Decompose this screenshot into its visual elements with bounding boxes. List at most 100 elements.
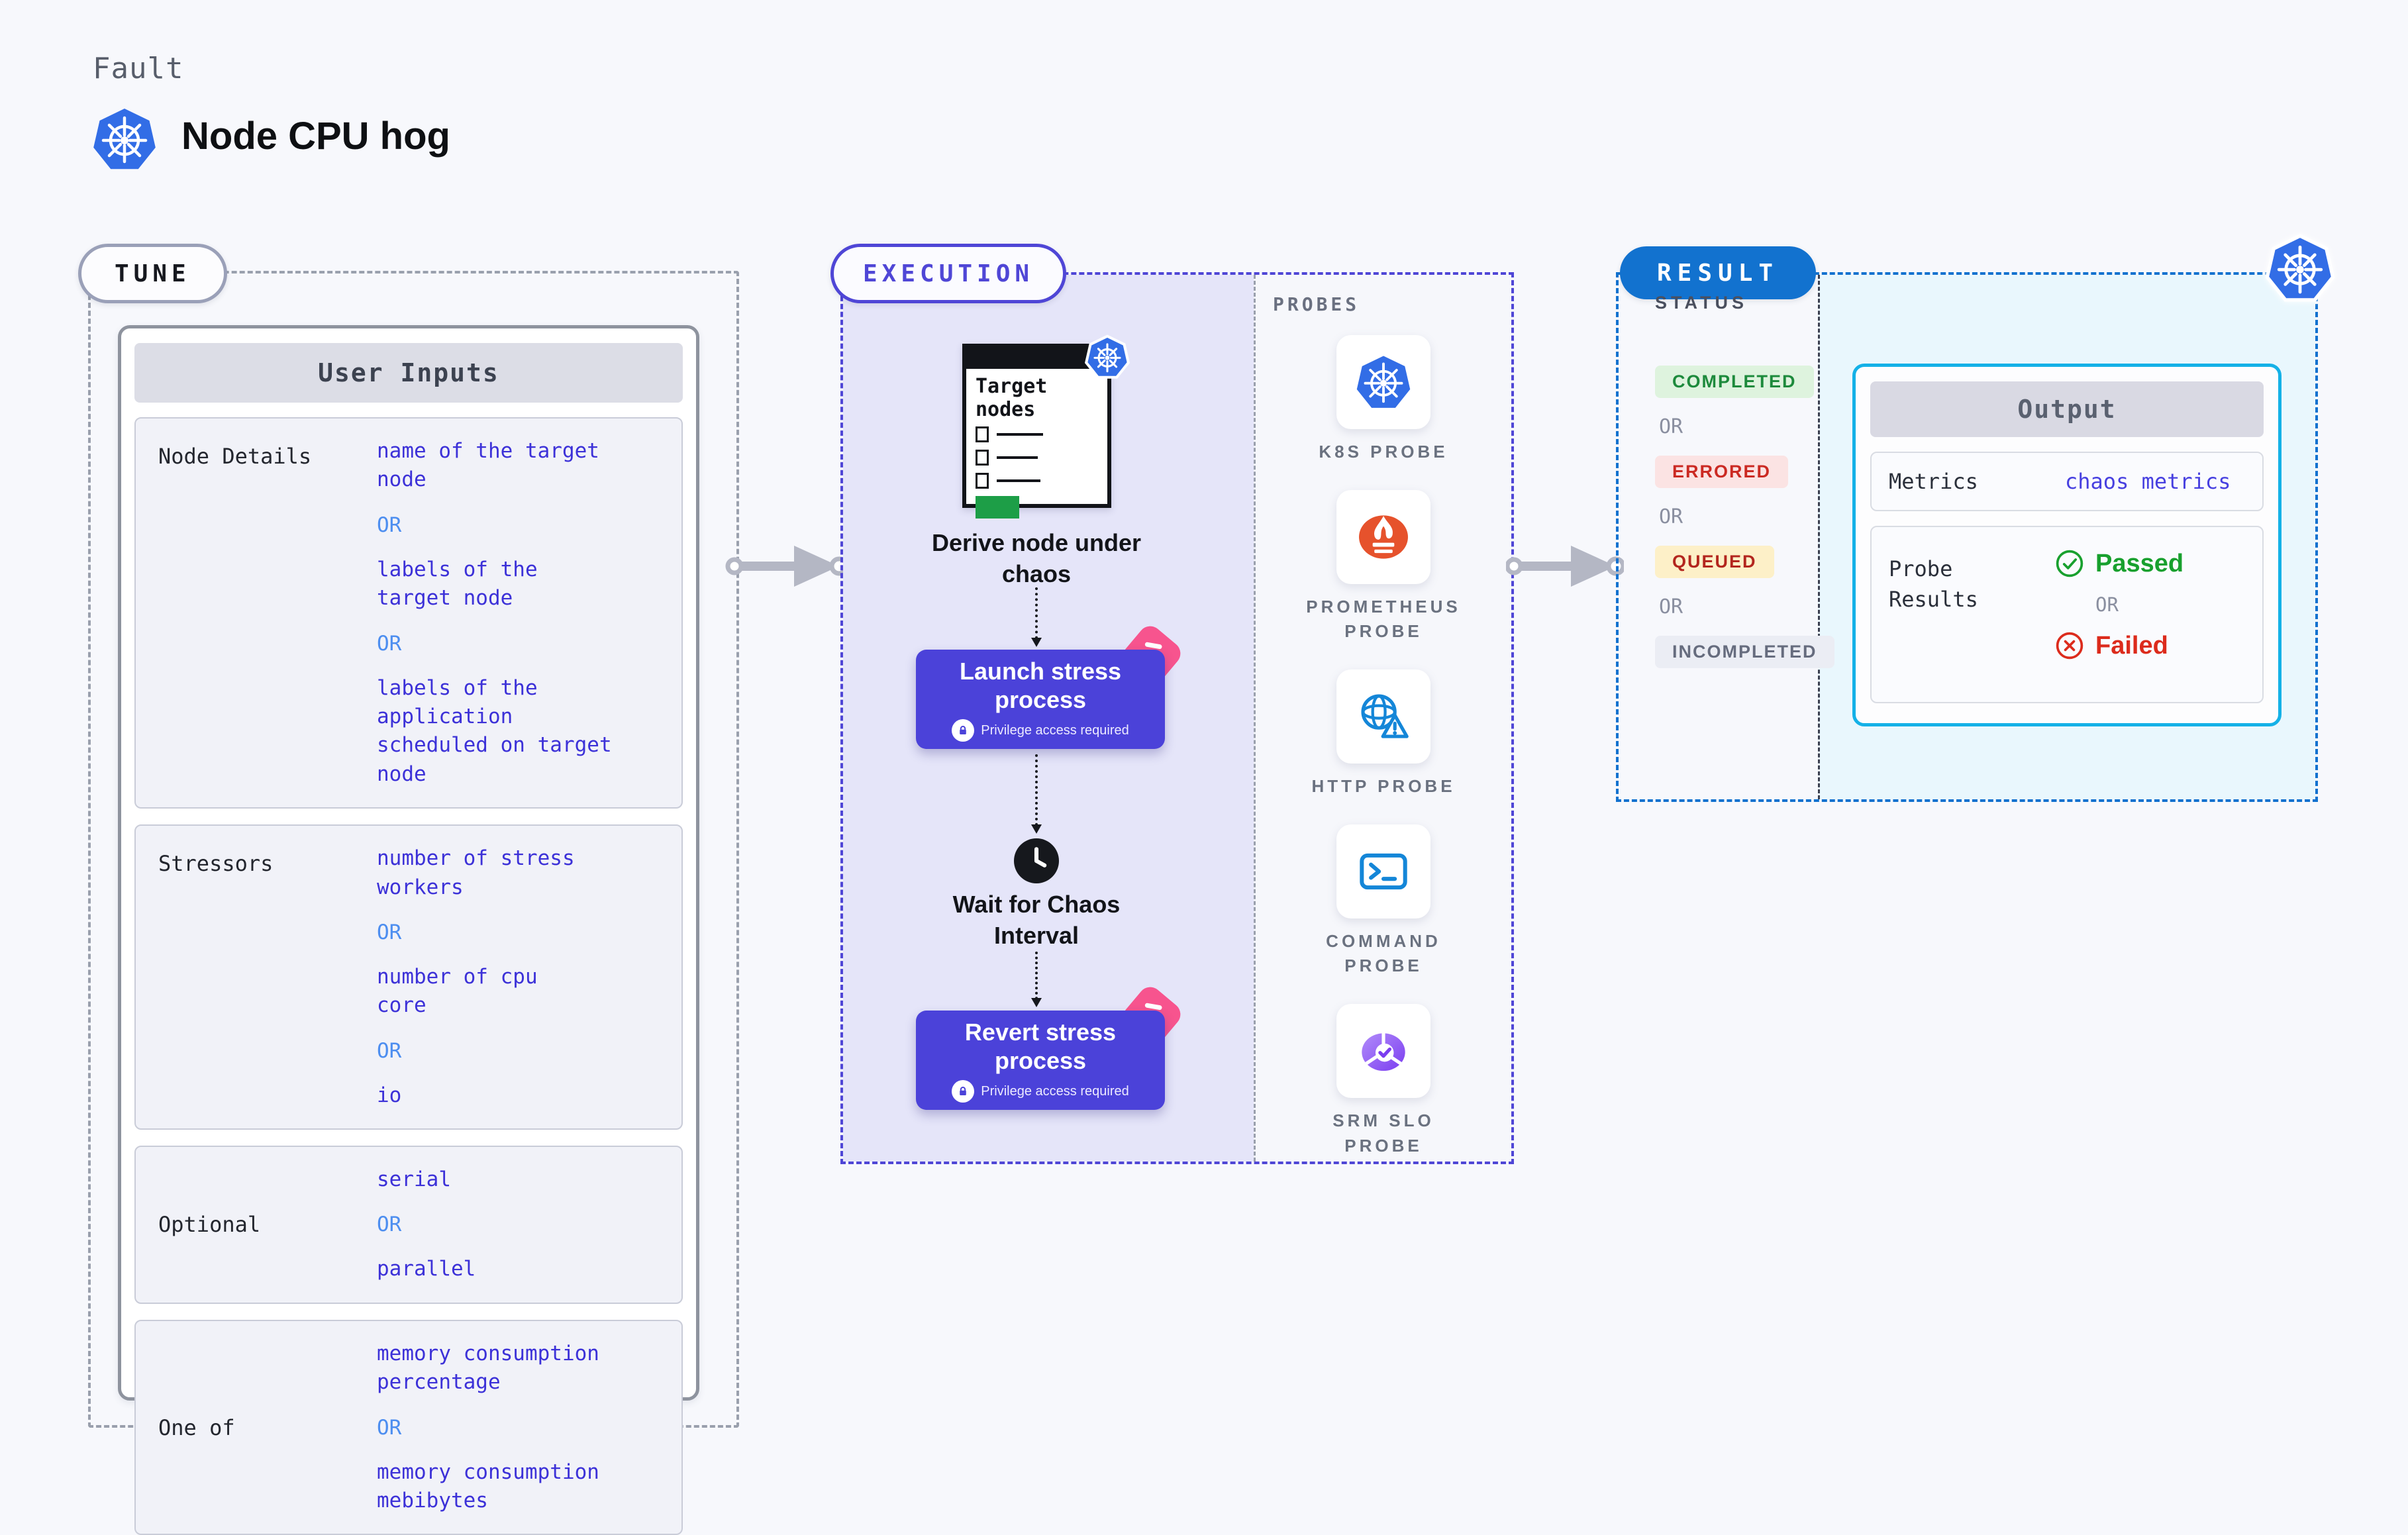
probe-label: K8S PROBE [1319,442,1448,462]
input-option: memory consumption percentage [377,1341,599,1395]
probe-card [1336,824,1430,918]
row-label: Node Details [158,444,312,469]
probe-label: SRM SLO PROBE [1332,1111,1434,1156]
output-title: Output [1870,381,2264,437]
probe-srm-slo: SRM SLO PROBE [1297,1004,1470,1158]
metrics-row: Metrics chaos metrics [1870,452,2264,511]
probe-label: COMMAND PROBE [1326,930,1441,976]
chaos-metrics-link: chaos metrics [2065,469,2231,494]
user-inputs-card: User Inputs Node Details name of the tar… [118,325,699,1535]
privilege-note: Privilege access required [981,1083,1129,1099]
probe-card [1336,335,1430,429]
row-label: Optional [158,1212,261,1238]
x-circle-icon [2056,632,2083,660]
doc-title: Target nodes [976,375,1048,421]
status-badge-queued: QUEUED [1655,546,1774,578]
or-separator: OR [1659,595,1683,619]
status-badge-completed: COMPLETED [1655,366,1814,398]
input-option: name of the target node [377,439,599,492]
execution-pill: EXECUTION [830,244,1067,303]
result-pill: RESULT [1620,246,1817,299]
probe-results-row: Probe Results Passed OR Failed [1870,526,2264,703]
row-label: Stressors [158,851,274,877]
kubernetes-icon [2265,234,2335,302]
flow-dotted-arrow [1031,587,1042,647]
derive-node-caption: Derive node under chaos [931,529,1142,587]
probe-command: COMMAND PROBE [1297,824,1470,979]
probe-card [1336,489,1430,584]
doc-list-item [976,426,1107,442]
status-badge-errored: ERRORED [1655,456,1789,488]
or-separator: OR [377,1415,402,1440]
green-block [976,496,1019,519]
target-nodes-doc: Target nodes [962,334,1130,519]
check-circle-icon [2056,550,2083,577]
flow-dotted-arrow [1031,754,1042,834]
input-option: io [377,1083,402,1107]
row-label: One of [158,1414,235,1440]
kubernetes-icon [1085,334,1130,379]
fault-kicker: Fault [93,52,184,85]
metrics-label: Metrics [1889,468,1978,494]
probe-k8s: K8S PROBE [1319,335,1448,465]
kubernetes-icon [1356,356,1411,408]
globe-warning-icon [1361,694,1409,738]
page-title: Node CPU hog [181,115,450,158]
revert-stress-process-step: Revert stress process Privilege access r… [916,982,1185,1110]
prometheus-icon [1359,515,1408,559]
probe-http: HTTP PROBE [1311,669,1455,799]
doc-titlebar [966,348,1107,369]
input-option: memory consumption mebibytes [377,1460,599,1513]
user-inputs-title: User Inputs [134,343,683,403]
probe-label: HTTP PROBE [1311,776,1456,797]
doc-list-item [976,450,1107,466]
lock-icon [952,719,975,742]
input-option: serial [377,1167,451,1192]
input-option: labels of the target node [377,557,538,611]
input-row-node-details: Node Details name of the target node OR … [134,417,683,809]
or-separator: OR [377,1038,402,1063]
input-option: parallel [377,1257,476,1281]
probe-results-label: Probe Results [1889,556,1978,613]
status-badge-incompleted: INCOMPLETED [1655,636,1834,668]
execution-flow-panel: Target nodes [843,275,1254,1162]
passed-label: Passed [2095,549,2184,577]
or-separator: OR [377,631,402,656]
output-card: Output Metrics chaos metrics Probe Resul… [1852,364,2282,726]
status-heading: STATUS [1655,293,1748,313]
terminal-icon [1360,853,1407,889]
probe-prometheus: PROMETHEUS PROBE [1297,489,1470,644]
tune-pill: TUNE [78,244,227,303]
or-separator: OR [2095,593,2119,616]
launch-stress-process-step: Launch stress process Privilege access r… [916,621,1185,749]
execution-section: Target nodes [840,272,1514,1164]
probes-panel: PROBES K8S PROBE [1254,275,1511,1162]
probe-card [1336,669,1430,764]
passed-line: Passed [2054,548,2183,579]
probe-label: PROMETHEUS PROBE [1306,596,1461,642]
input-row-stressors: Stressors number of stress workers OR nu… [134,824,683,1130]
checkbox-icon [976,450,989,466]
or-separator: OR [1659,415,1683,438]
probes-label: PROBES [1273,293,1360,315]
or-separator: OR [1659,505,1683,528]
step-title: Revert stress process [964,1018,1117,1074]
input-option: labels of the application scheduled on t… [377,675,612,786]
clock-icon [1014,838,1059,883]
failed-line: Failed [2054,630,2183,661]
input-option: number of stress workers [377,846,575,899]
step-title: Launch stress process [959,657,1122,713]
or-separator: OR [377,1213,402,1237]
input-option: number of cpu core [377,964,538,1018]
doc-list-item [976,473,1107,489]
lock-icon [952,1080,975,1103]
line-icon [997,479,1040,482]
checkbox-icon [976,473,989,489]
status-list: COMPLETED OR ERRORED OR QUEUED OR INCOMP… [1655,366,1834,668]
privilege-note: Privilege access required [981,722,1129,738]
input-row-optional: Optional serial OR parallel [134,1146,683,1304]
flow-arrow-execution-to-result [1506,546,1624,587]
input-row-one-of: One of memory consumption percentage OR … [134,1319,683,1535]
probe-card [1336,1004,1430,1099]
slo-pie-check-icon [1362,1031,1405,1071]
